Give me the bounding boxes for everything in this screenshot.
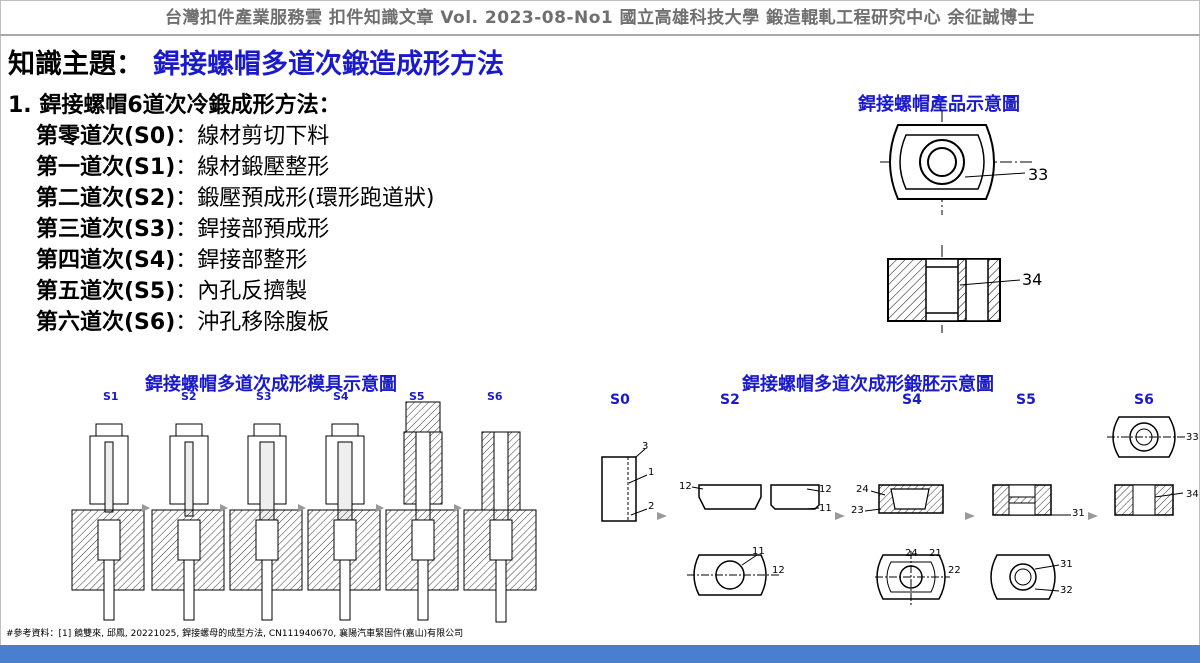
step-desc: ：鍛壓預成形(環形跑道狀) [175,186,435,211]
step-desc: ：沖孔移除腹板 [175,310,330,335]
topic-label: 知識主題： [8,49,143,80]
blank-part-label: 2 [648,501,655,512]
forming-steps-list: 1. 銲接螺帽6道次冷鍛成形方法： 第零道次(S0)：線材剪切下料 第一道次(S… [8,90,434,338]
blank-part-label: 23 [851,505,864,516]
blank-part-label: 24 [856,484,869,495]
blank-part-label: 12 [679,481,692,492]
step-stage: 第四道次(S4) [36,248,176,273]
blank-stage-label: S6 [1134,392,1154,408]
blank-part-label: 34 [1186,489,1199,500]
blank-part-label: 11 [752,546,765,557]
die-stages-drawing [71,401,537,623]
blank-stage-label: S4 [902,392,922,408]
step-desc: ：銲接部預成形 [175,217,330,242]
die-stage-label: S5 [409,390,425,403]
bottom-bar [0,645,1200,663]
blank-part-label: 31 [1060,559,1073,570]
blank-part-label: 33 [1186,432,1199,443]
step-desc: ：銲接部整形 [175,248,308,273]
slide-header: 台灣扣件產業服務雲 扣件知識文章 Vol. 2023-08-No1 國立高雄科技… [164,8,1036,28]
blank-part-label: 24 [905,548,918,559]
product-section-view-drawing [887,245,1021,333]
step-desc: ：線材鍛壓整形 [175,155,330,180]
step-item: 第三道次(S3)：銲接部預成形 [8,214,434,245]
blank-part-label: 32 [1060,585,1073,596]
blank-part-label: 21 [929,548,942,559]
step-item: 第五道次(S5)：內孔反擠製 [8,276,434,307]
blank-stage-label: S2 [720,392,740,408]
die-stage-label: S1 [103,390,119,403]
blank-part-label: 12 [772,565,785,576]
step-stage: 第一道次(S1) [36,155,176,180]
step-desc: ：線材剪切下料 [175,124,330,149]
blank-part-label: 12 [819,484,832,495]
header-divider [0,34,1200,36]
reference-note: #參考資料：[1] 饒雙來, 邱鳳, 20221025, 銲接螺母的成型方法, … [6,629,464,639]
product-figure-caption: 銲接螺帽產品示意圖 [858,94,1020,115]
blank-part-label: 1 [648,467,655,478]
blank-stage-label: S5 [1016,392,1036,408]
blank-part-label: 22 [948,565,961,576]
die-figure-caption: 銲接螺帽多道次成形模具示意圖 [145,374,397,395]
blank-stages-drawing [601,416,1185,605]
blank-figure-caption: 銲接螺帽多道次成形鍛胚示意圖 [742,374,994,395]
die-stage-label: S2 [181,390,197,403]
die-stage-6 [463,431,537,623]
blank-part-label: 3 [642,441,649,452]
step-stage: 第二道次(S2) [36,186,176,211]
step-stage: 第零道次(S0) [36,124,176,149]
die-stage-4 [307,423,381,621]
blank-part-label: 11 [819,503,832,514]
die-stage-5 [385,401,459,621]
step-item: 第零道次(S0)：線材剪切下料 [8,121,434,152]
die-stage-label: S6 [487,390,503,403]
step-item: 第一道次(S1)：線材鍛壓整形 [8,152,434,183]
step-item: 第六道次(S6)：沖孔移除腹板 [8,307,434,338]
product-top-view-drawing [880,110,1035,215]
step-item: 第二道次(S2)：鍛壓預成形(環形跑道狀) [8,183,434,214]
topic-title: 銲接螺帽多道次鍛造成形方法 [153,49,504,80]
step-stage: 第六道次(S6) [36,310,176,335]
step-stage: 第五道次(S5) [36,279,176,304]
step-desc: ：內孔反擠製 [175,279,308,304]
product-part-label: 34 [1022,270,1043,289]
knowledge-topic: 知識主題： 銲接螺帽多道次鍛造成形方法 [8,42,504,80]
die-stage-1 [71,423,145,621]
product-part-label: 33 [1028,165,1049,184]
blank-part-label: 31 [1072,508,1085,519]
steps-heading: 1. 銲接螺帽6道次冷鍛成形方法： [8,93,341,118]
die-stage-label: S3 [256,390,272,403]
step-stage: 第三道次(S3) [36,217,176,242]
die-stage-label: S4 [333,390,349,403]
die-stage-3 [229,423,303,621]
blank-stage-label: S0 [610,392,630,408]
step-item: 第四道次(S4)：銲接部整形 [8,245,434,276]
die-stage-2 [151,423,225,621]
